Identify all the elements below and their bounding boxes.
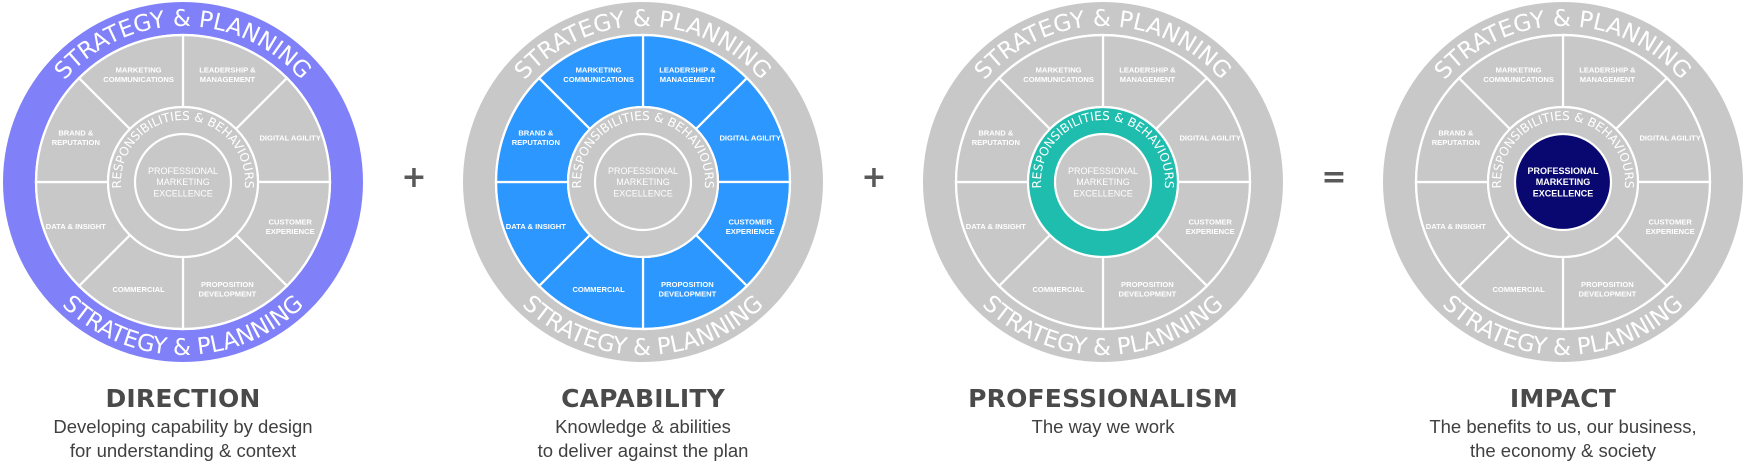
- caption-line: The way we work: [1031, 416, 1175, 437]
- segment-label: COMMERCIAL: [1032, 285, 1085, 294]
- segment-ring-border: [1414, 33, 1712, 331]
- wheel-impact: LEADERSHIP &MANAGEMENT DIGITAL AGILITY CUS…: [1383, 2, 1743, 362]
- wheel-direction: LEADERSHIP &MANAGEMENT DIGITAL AGILITY CUS…: [3, 2, 363, 362]
- segment-label: DATA & INSIGHT: [506, 222, 567, 231]
- segment-label: COMMERCIAL: [112, 285, 165, 294]
- segment-label: COMMERCIAL: [1492, 285, 1545, 294]
- caption-title: DIRECTION: [105, 384, 261, 413]
- caption-title: PROFESSIONALISM: [968, 384, 1238, 413]
- center-circle: [1053, 132, 1153, 232]
- caption-professionalism: PROFESSIONALISM The way we work: [923, 383, 1283, 439]
- segment-label: LEADERSHIP &MANAGEMENT: [199, 66, 256, 85]
- center-circle: [1513, 132, 1613, 232]
- segment-label: DIGITAL AGILITY: [1179, 133, 1240, 142]
- segment-label: LEADERSHIP &MANAGEMENT: [1119, 66, 1176, 85]
- segment-label: DATA & INSIGHT: [966, 222, 1027, 231]
- segment-label: BRAND &REPUTATION: [972, 129, 1020, 148]
- equals-operator: =: [1321, 160, 1347, 195]
- segment-label: DIGITAL AGILITY: [259, 133, 320, 142]
- plus-operator-1: +: [401, 160, 427, 195]
- caption-title: IMPACT: [1509, 384, 1617, 413]
- segment-label: DIGITAL AGILITY: [1639, 133, 1700, 142]
- segment-label: DATA & INSIGHT: [46, 222, 107, 231]
- wheel-professionalism: LEADERSHIP &MANAGEMENT DIGITAL AGILITY CUS…: [923, 2, 1283, 362]
- segment-label: LEADERSHIP &MANAGEMENT: [1579, 66, 1636, 85]
- caption-line: to deliver against the plan: [537, 440, 749, 461]
- segment-label: LEADERSHIP &MANAGEMENT: [659, 66, 716, 85]
- caption-line: for understanding & context: [69, 440, 297, 461]
- caption-direction: DIRECTION Developing capability by desig…: [3, 383, 363, 463]
- segment-ring-border: [34, 33, 332, 331]
- caption-impact: IMPACT The benefits to us, our business,…: [1383, 383, 1743, 463]
- segment-label: BRAND &REPUTATION: [52, 129, 100, 148]
- caption-capability: CAPABILITY Knowledge & abilities to deli…: [463, 383, 823, 463]
- segment-label: DATA & INSIGHT: [1426, 222, 1487, 231]
- caption-line: Developing capability by design: [53, 416, 313, 437]
- center-circle: [133, 132, 233, 232]
- caption-line: The benefits to us, our business,: [1429, 416, 1697, 437]
- segment-ring-border: [954, 33, 1252, 331]
- caption-line: the economy & society: [1469, 440, 1657, 461]
- center-circle: [593, 132, 693, 232]
- wheel-capability: LEADERSHIP &MANAGEMENT DIGITAL AGILITY CUS…: [463, 2, 823, 362]
- caption-title: CAPABILITY: [561, 384, 725, 413]
- segment-label: BRAND &REPUTATION: [512, 129, 560, 148]
- segment-label: BRAND &REPUTATION: [1432, 129, 1480, 148]
- segment-label: COMMERCIAL: [572, 285, 625, 294]
- plus-operator-2: +: [861, 160, 887, 195]
- segment-ring-border: [494, 33, 792, 331]
- segment-label: DIGITAL AGILITY: [719, 133, 780, 142]
- caption-line: Knowledge & abilities: [555, 416, 731, 437]
